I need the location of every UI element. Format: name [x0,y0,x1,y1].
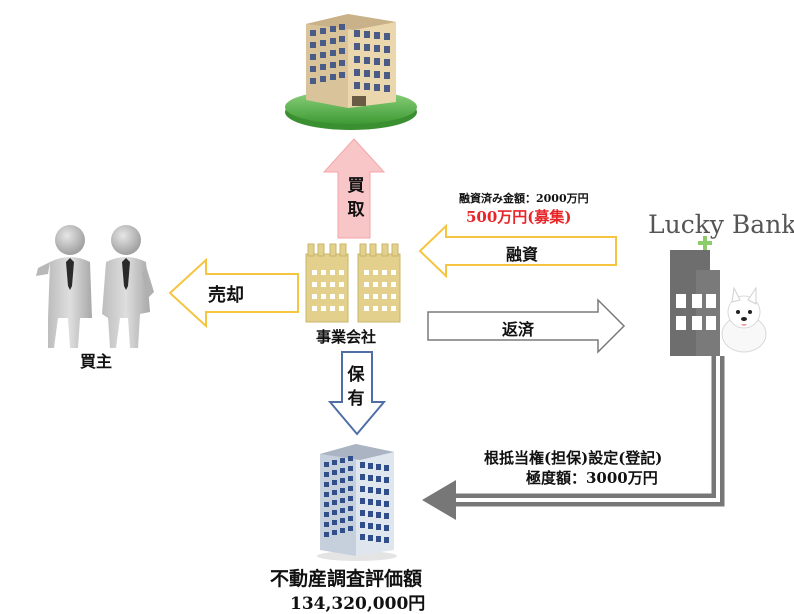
hold-arrow [328,351,386,436]
purchased-building-icon [285,14,417,130]
loan-label: 融資 [506,245,539,264]
buyer-people-icon [36,225,154,348]
bank-building-icon [670,236,767,356]
purchase-arrow [322,138,386,239]
hold-label: 保有 [347,365,365,409]
company-label: 事業会社 [316,328,377,346]
loan-recruiting-amount: 500万円(募集) [466,208,572,226]
loan-arrow [418,224,617,278]
buyer-label: 買主 [80,352,113,371]
bank-name: Lucky Bank [648,210,794,239]
repay-arrow [427,298,626,354]
purchase-label: 買取 [347,176,365,220]
held-property-building-icon [317,444,397,561]
loan-financed-amount: 融資済み金額：2000万円 [459,192,589,205]
sell-label: 売却 [208,285,244,306]
repay-label: 返済 [502,320,535,339]
mortgage-arrow [422,356,725,520]
property-appraisal-value: 134,320,000円 [290,594,426,614]
mortgage-line2: 極度額：3000万円 [526,469,658,487]
property-appraisal-label: 不動産調査評価額 [270,568,423,590]
company-building-icon [305,243,401,323]
sell-arrow [168,258,299,328]
mortgage-line1: 根抵当権(担保)設定(登記) [484,449,663,467]
